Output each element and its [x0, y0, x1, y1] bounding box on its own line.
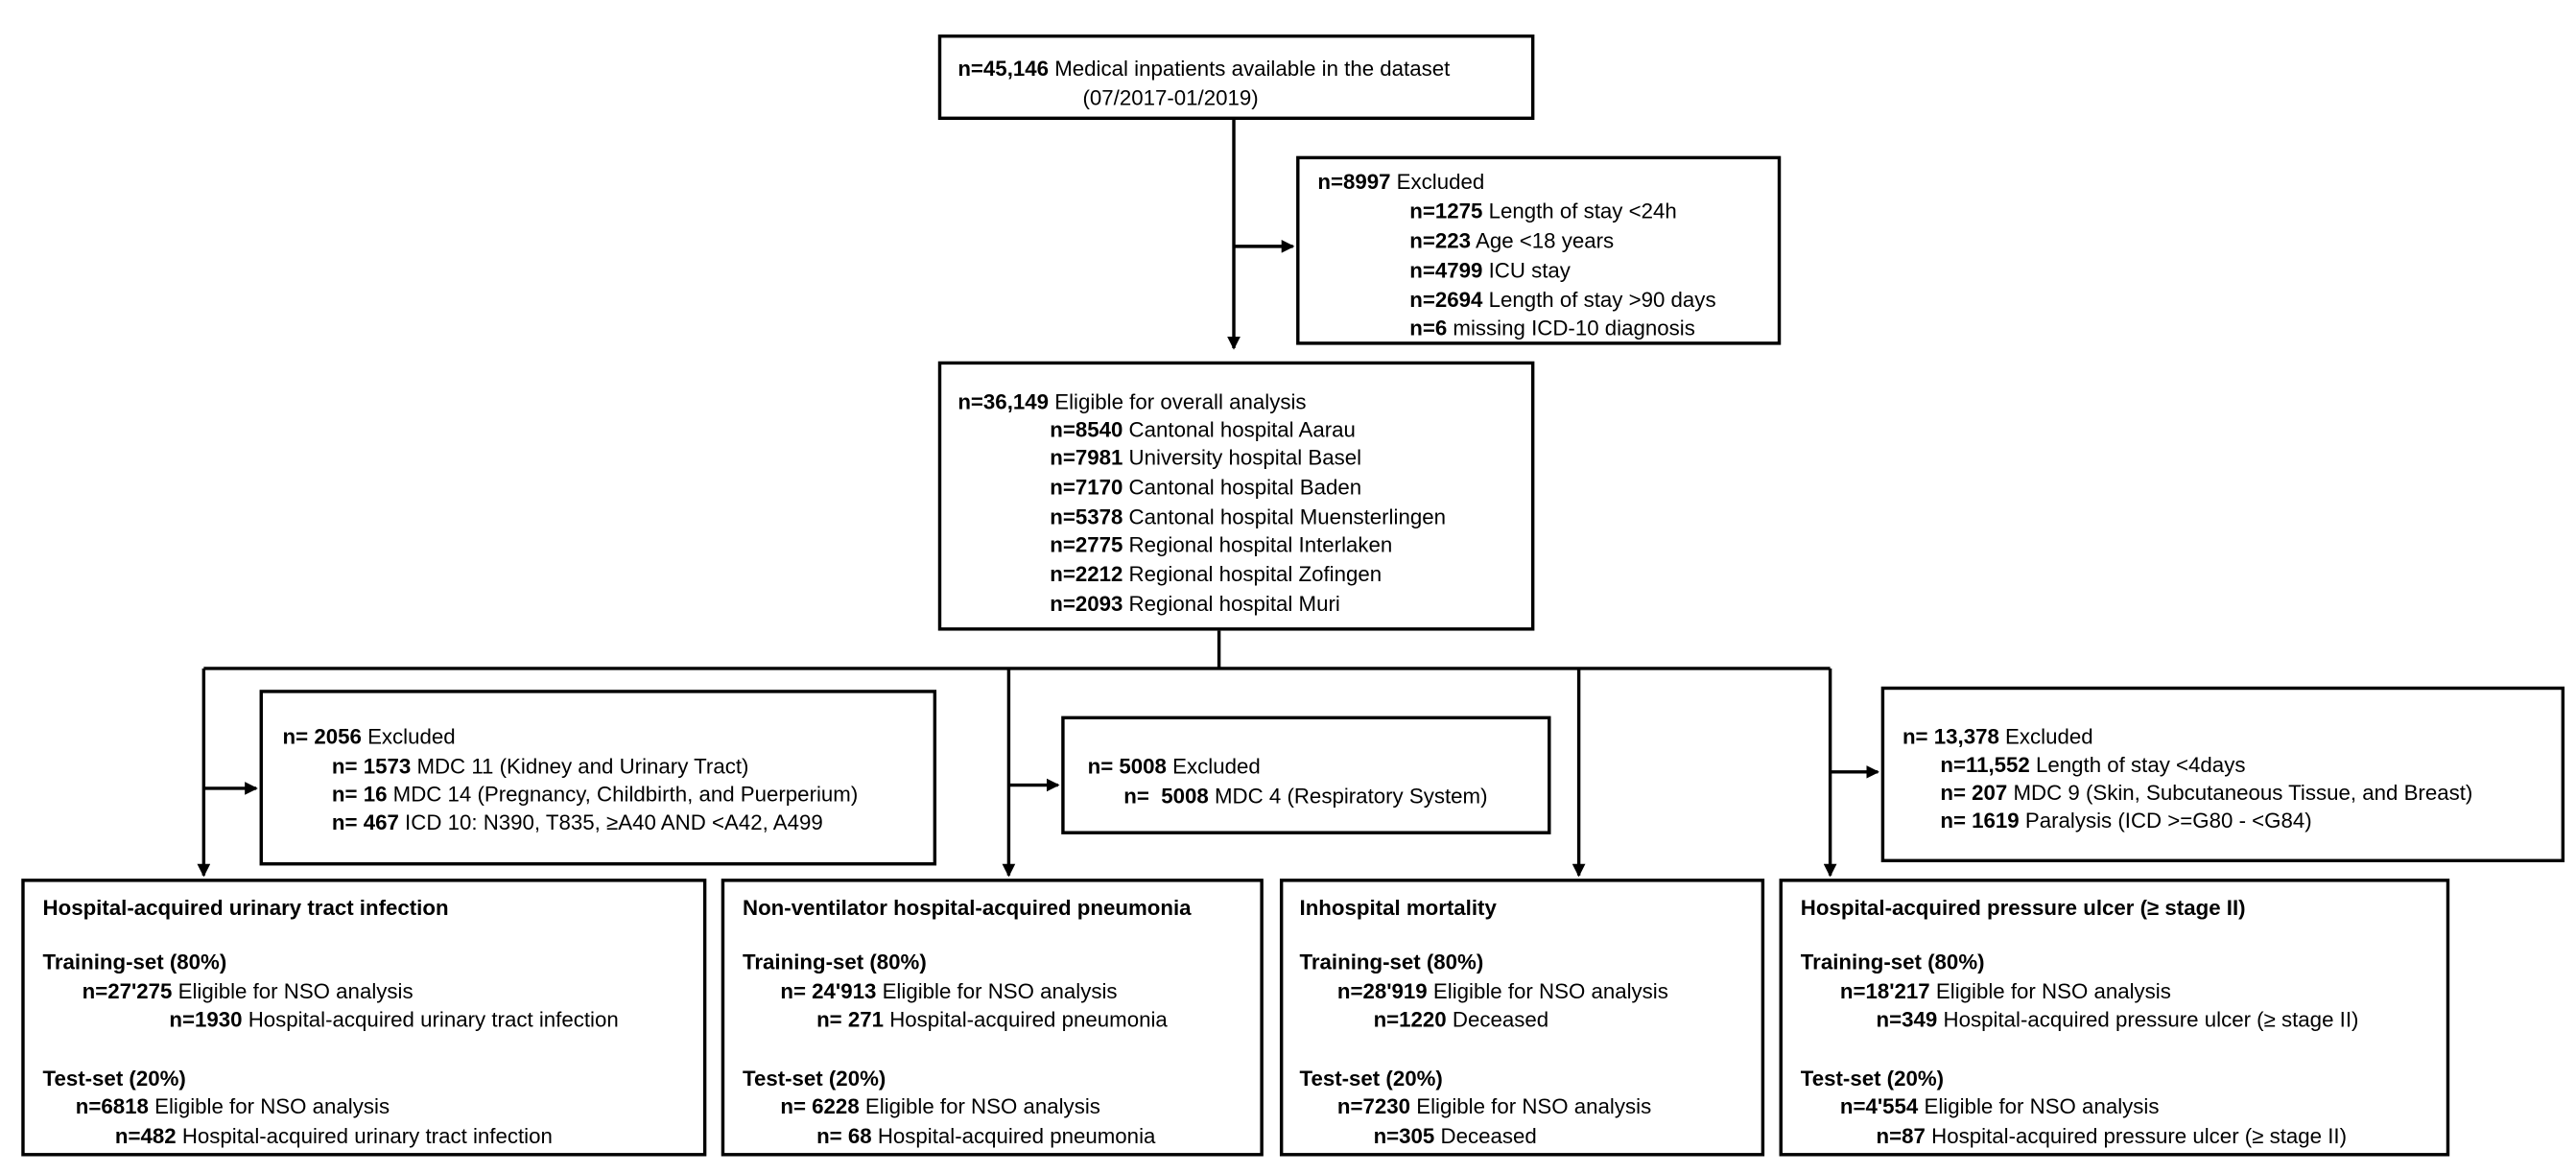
test-events: n=305 Deceased: [1373, 1123, 1537, 1148]
training-eligible: n= 24'913 Eligible for NSO analysis: [780, 978, 1118, 1004]
outcome-title: Hospital-acquired urinary tract infectio…: [42, 895, 449, 920]
training-eligible: n=27'275 Eligible for NSO analysis: [82, 978, 414, 1004]
exclusion-item: n= 207 MDC 9 (Skin, Subcutaneous Tissue,…: [1940, 780, 2473, 806]
exclusion-item: n= 16 MDC 14 (Pregnancy, Childbirth, and…: [331, 782, 859, 807]
hospital-item: n=8540 Cantonal hospital Aarau: [1050, 416, 1356, 442]
exclusion-item: n= 467 ICD 10: N390, T835, ≥A40 AND <A42…: [331, 809, 823, 834]
outcome-title: Non-ventilator hospital-acquired pneumon…: [743, 895, 1192, 920]
outcome-box-ulcer: Hospital-acquired pressure ulcer (≥ stag…: [1779, 879, 2450, 1157]
test-eligible: n= 6228 Eligible for NSO analysis: [780, 1093, 1100, 1119]
exclusion-item: n=2694 Length of stay >90 days: [1409, 287, 1716, 313]
hospital-item: n=7170 Cantonal hospital Baden: [1050, 474, 1362, 500]
training-label: Training-set (80%): [1299, 949, 1484, 974]
exclusion-item: n= 5008 MDC 4 (Respiratory System): [1123, 783, 1488, 809]
hospital-item: n=7981 University hospital Basel: [1050, 445, 1362, 470]
training-events: n= 271 Hospital-acquired pneumonia: [816, 1006, 1168, 1032]
exclusion-item: n=4799 ICU stay: [1409, 257, 1571, 283]
exclusion-box-pneumonia: n= 5008 Excluded n= 5008 MDC 4 (Respirat…: [1061, 716, 1551, 834]
test-label: Test-set (20%): [1299, 1066, 1443, 1091]
hospital-item: n=2775 Regional hospital Interlaken: [1050, 531, 1393, 557]
exclusion-item: n=6 missing ICD-10 diagnosis: [1409, 315, 1695, 340]
outcome-title: Inhospital mortality: [1299, 895, 1497, 920]
exclusion-box-uti: n= 2056 Excluded n= 1573 MDC 11 (Kidney …: [259, 690, 937, 866]
test-label: Test-set (20%): [42, 1066, 186, 1091]
eligible-n: n=36,149: [957, 388, 1050, 414]
dataset-n: n=45,146: [957, 56, 1050, 81]
test-eligible: n=4'554 Eligible for NSO analysis: [1839, 1093, 2160, 1119]
exclusion-item: n=11,552 Length of stay <4days: [1940, 752, 2246, 777]
hospital-item: n=2212 Regional hospital Zofingen: [1050, 561, 1383, 587]
training-events: n=1220 Deceased: [1373, 1006, 1549, 1032]
test-events: n=87 Hospital-acquired pressure ulcer (≥…: [1876, 1123, 2348, 1148]
test-label: Test-set (20%): [743, 1066, 886, 1091]
exclusion-item: n=223 Age <18 years: [1409, 228, 1615, 253]
training-label: Training-set (80%): [743, 949, 927, 974]
test-label: Test-set (20%): [1800, 1066, 1945, 1091]
test-eligible: n=7230 Eligible for NSO analysis: [1336, 1093, 1652, 1119]
training-eligible: n=18'217 Eligible for NSO analysis: [1839, 978, 2171, 1004]
dataset-text: Medical inpatients available in the data…: [1054, 56, 1451, 81]
hospital-item: n=5378 Cantonal hospital Muensterlingen: [1050, 504, 1446, 529]
exclusion-label: Excluded: [1396, 169, 1485, 195]
exclusion-item: n= 1573 MDC 11 (Kidney and Urinary Tract…: [331, 753, 749, 779]
test-eligible: n=6818 Eligible for NSO analysis: [75, 1093, 390, 1119]
outcome-box-mortality: Inhospital mortality Training-set (80%) …: [1279, 879, 1765, 1157]
eligible-label: Eligible for overall analysis: [1054, 388, 1307, 414]
exclusion-box-ulcer: n= 13,378 Excluded n=11,552 Length of st…: [1880, 686, 2565, 863]
outcome-box-uti: Hospital-acquired urinary tract infectio…: [21, 879, 707, 1157]
test-events: n= 68 Hospital-acquired pneumonia: [816, 1123, 1156, 1148]
outcome-box-pneumonia: Non-ventilator hospital-acquired pneumon…: [721, 879, 1264, 1157]
training-eligible: n=28'919 Eligible for NSO analysis: [1336, 978, 1668, 1004]
dataset-dates: (07/2017-01/2019): [1082, 85, 1259, 110]
exclusion-item: n= 1619 Paralysis (ICD >=G80 - <G84): [1940, 808, 2312, 833]
exclusion-item: n=1275 Length of stay <24h: [1409, 199, 1677, 223]
dataset-box: n=45,146 Medical inpatients available in…: [937, 34, 1535, 121]
eligible-box: n=36,149 Eligible for overall analysis n…: [937, 361, 1535, 631]
training-label: Training-set (80%): [1800, 949, 1985, 974]
training-events: n=349 Hospital-acquired pressure ulcer (…: [1876, 1006, 2359, 1032]
training-events: n=1930 Hospital-acquired urinary tract i…: [169, 1006, 619, 1032]
training-label: Training-set (80%): [42, 949, 227, 974]
outcome-title: Hospital-acquired pressure ulcer (≥ stag…: [1800, 895, 2246, 920]
exclusion-total-n: n=8997: [1317, 169, 1391, 195]
hospital-item: n=2093 Regional hospital Muri: [1050, 591, 1340, 617]
exclusion-box-general: n=8997 Excluded n=1275 Length of stay <2…: [1296, 155, 1782, 345]
test-events: n=482 Hospital-acquired urinary tract in…: [114, 1123, 553, 1148]
